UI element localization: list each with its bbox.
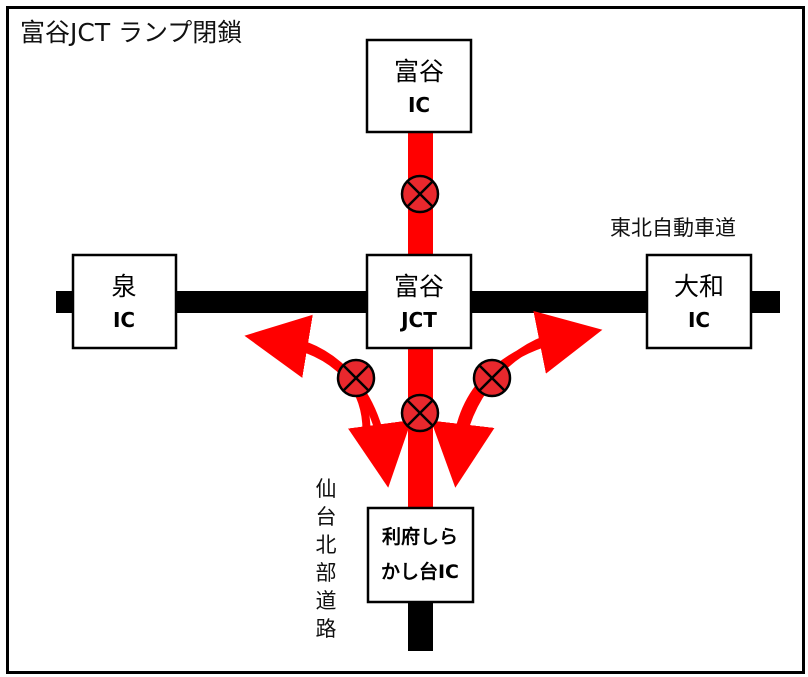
closure-marker-southwest: [336, 358, 376, 398]
sendai-north-road-char: 道: [316, 589, 337, 613]
node-tomiya-jct: 富谷 JCT: [365, 253, 473, 350]
sendai-north-road-char: 台: [316, 505, 337, 529]
closure-marker-south: [400, 393, 440, 433]
node-tomiya-jct-name: 富谷: [394, 272, 444, 301]
diagram-title: 富谷JCT ランプ閉鎖: [20, 18, 242, 47]
node-yamato-ic-type: IC: [688, 308, 710, 332]
node-tomiya-jct-type: JCT: [399, 308, 437, 332]
diagram-frame: 富谷JCT ランプ閉鎖 富谷 IC 富谷 JCT: [6, 6, 805, 674]
node-rifu-shirakashidai-ic-line2: かし台IC: [381, 560, 459, 583]
sendai-north-road-label: 仙 台 北 部 道 路: [316, 477, 337, 641]
node-izumi-ic: 泉 IC: [71, 253, 178, 350]
node-izumi-ic-type: IC: [113, 308, 135, 332]
node-yamato-ic: 大和 IC: [645, 253, 753, 350]
node-rifu-shirakashidai-ic: 利府しら かし台IC: [366, 506, 475, 604]
node-tomiya-ic-name: 富谷: [394, 57, 444, 86]
node-izumi-ic-name: 泉: [111, 272, 136, 301]
sendai-north-road-south-segment: [408, 601, 433, 651]
tohoku-expressway-label: 東北自動車道: [610, 216, 736, 240]
sendai-north-road-char: 部: [316, 561, 337, 585]
sendai-north-road-char: 路: [316, 617, 337, 641]
sendai-north-road-char: 仙: [316, 477, 337, 501]
node-tomiya-ic-type: IC: [408, 93, 430, 117]
node-tomiya-ic: 富谷 IC: [365, 38, 473, 134]
closure-marker-southeast: [472, 358, 512, 398]
node-rifu-shirakashidai-ic-line1: 利府しら: [382, 525, 458, 548]
ramp-closure-diagram: 富谷JCT ランプ閉鎖 富谷 IC 富谷 JCT: [6, 6, 805, 674]
node-yamato-ic-name: 大和: [674, 272, 724, 301]
sendai-north-road-char: 北: [316, 533, 337, 557]
closure-marker-north: [400, 174, 440, 214]
